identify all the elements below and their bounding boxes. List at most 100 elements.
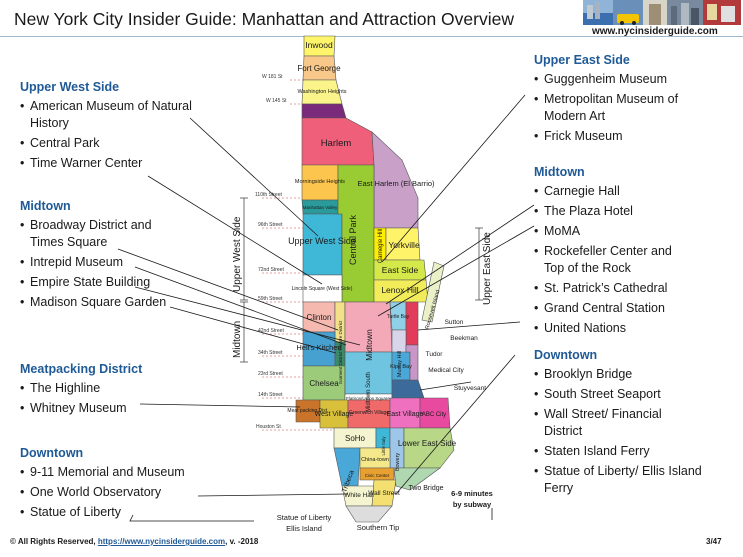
label-medical-city: Medical City xyxy=(428,367,464,374)
label-two-bridge: Two Bridge xyxy=(408,485,443,492)
attraction-item: Brooklyn Bridge xyxy=(534,366,704,383)
page-title: New York City Insider Guide: Manhattan a… xyxy=(14,9,514,29)
street-label: 96th Street xyxy=(258,222,283,228)
attraction-item: Broadway District and Times Square xyxy=(20,217,180,251)
attraction-item: Intrepid Museum xyxy=(20,254,210,271)
meatpacking-section: Meatpacking District The Highline Whitne… xyxy=(20,362,210,420)
label-bowery: Bowery xyxy=(395,453,401,472)
region-east-strip xyxy=(405,301,419,346)
label-little-italy: Little Italy xyxy=(381,436,386,456)
attraction-item: Whitney Museum xyxy=(20,400,210,417)
site-url[interactable]: www.nycinsiderguide.com xyxy=(592,26,718,37)
attraction-item: Guggenheim Museum xyxy=(534,71,704,88)
label-central-park: Central Park xyxy=(348,214,358,265)
label-greenwich-village: Greenwich Village xyxy=(349,410,389,416)
attraction-item: St. Patrick’s Cathedral xyxy=(534,280,704,297)
street-label: 59th Street xyxy=(258,296,283,302)
label-yorkville: Yorkville xyxy=(388,240,420,250)
uws-section: Upper West Side American Museum of Natur… xyxy=(20,80,210,175)
pointer-line xyxy=(395,354,516,495)
title-divider xyxy=(0,36,743,37)
pointer-line xyxy=(189,117,319,237)
section-heading: Upper West Side xyxy=(20,80,120,94)
label-wall-street: Wall Street xyxy=(368,490,400,497)
attraction-item: Statue of Liberty xyxy=(20,504,210,521)
label-midtown: Midtown xyxy=(364,329,374,361)
label-tudor: Tudor xyxy=(426,351,444,358)
label-inwood: Inwood xyxy=(305,40,333,50)
label-sutton: Sutton xyxy=(445,319,464,326)
street-label: 42nd Street xyxy=(258,328,284,334)
pointer-line xyxy=(419,381,472,391)
attraction-item: Empire State Building xyxy=(20,274,210,291)
region-purple-band xyxy=(301,103,347,119)
header-photo-strip xyxy=(583,0,741,25)
pointer-line xyxy=(417,321,521,331)
attraction-item: The Highline xyxy=(20,380,210,397)
pointer-line xyxy=(129,514,254,522)
section-heading: Midtown xyxy=(20,199,71,213)
label-west-village: West Village xyxy=(315,411,354,418)
pointer-line xyxy=(134,286,361,346)
label-kips-bay: Kips Bay xyxy=(390,364,412,370)
attraction-item: Madison Square Garden xyxy=(20,294,210,311)
pointer-line xyxy=(169,306,337,354)
label-fort-george: Fort George xyxy=(297,64,341,73)
attraction-item: Carnegie Hall xyxy=(534,183,704,200)
attraction-item: Central Park xyxy=(20,135,210,152)
label-midtown-south: Midtown South xyxy=(366,372,372,412)
pointer-line xyxy=(377,225,535,317)
label-theatre-district: Theatre District xyxy=(338,320,343,351)
pointer-line xyxy=(381,94,526,263)
midtown-west-section: Midtown Broadway District and Times Squa… xyxy=(20,199,210,314)
section-heading: Meatpacking District xyxy=(20,362,143,376)
region-southern-tip xyxy=(345,505,393,523)
attraction-item: American Museum of Natural History xyxy=(20,98,210,132)
statue-note: Statue of Liberty xyxy=(277,513,332,522)
side-label-midtown: Midtown xyxy=(232,321,243,358)
label-east-side: East Side xyxy=(382,265,419,275)
street-label: W 145 St xyxy=(266,98,287,104)
attraction-item: Staten Island Ferry xyxy=(534,443,704,460)
ues-section: Upper East Side Guggenheim Museum Metrop… xyxy=(534,53,704,148)
attraction-item: Grand Central Station xyxy=(534,300,704,317)
label-east-village: East Village xyxy=(387,411,424,418)
street-label: 23rd Street xyxy=(258,371,283,377)
label-lenox-hill: Lenox Hill xyxy=(381,285,418,295)
label-abc-city: ABC City xyxy=(422,412,446,418)
downtown-east-section: Downtown Brooklyn Bridge South Street Se… xyxy=(534,348,704,500)
street-label: 110th Street xyxy=(255,192,282,198)
label-garment-district: Garment District xyxy=(338,351,343,384)
label-hells-kitchen: Hell's Kitchen xyxy=(296,343,341,352)
pointer-line xyxy=(147,175,323,285)
label-stuyvesant: Stuyvesant xyxy=(454,385,486,392)
region-stuyvesant xyxy=(391,379,425,399)
version-text: , v. -2018 xyxy=(225,537,259,546)
region-roosevelt-island xyxy=(421,261,445,323)
attraction-item: MoMA xyxy=(534,223,704,240)
side-label-uws: Upper West Side xyxy=(232,216,243,292)
footer: © All Rights Reserved, https://www.nycin… xyxy=(10,537,258,546)
footer-link[interactable]: https://www.nycinsiderguide.com xyxy=(97,537,226,546)
street-label: 34th Street xyxy=(258,350,283,356)
section-heading: Midtown xyxy=(534,165,585,179)
label-east-harlem: East Harlem (El Barrio) xyxy=(357,179,435,188)
subway-note: 6-9 minutes xyxy=(451,489,493,498)
pointer-line xyxy=(139,403,301,408)
region-two-bridge xyxy=(393,467,441,491)
street-label: 14th Street xyxy=(258,392,283,398)
attraction-item: Rockefeller Center and Top of the Rock xyxy=(534,243,689,277)
attraction-item: Frick Museum xyxy=(534,128,704,145)
label-lower-east-side: Lower East Side xyxy=(398,439,457,448)
region-lower-east-side xyxy=(403,427,455,469)
attraction-item: The Plaza Hotel xyxy=(534,203,704,220)
attraction-item: Metropolitan Museum of Modern Art xyxy=(534,91,704,125)
section-heading: Upper East Side xyxy=(534,53,630,67)
subway-note: by subway xyxy=(453,500,492,509)
label-flatiron: Flatiron/Union Square xyxy=(346,396,390,401)
label-harlem: Harlem xyxy=(321,138,352,149)
attraction-item: South Street Seaport xyxy=(534,386,704,403)
label-chelsea: Chelsea xyxy=(309,379,339,388)
pointer-line xyxy=(117,248,339,331)
